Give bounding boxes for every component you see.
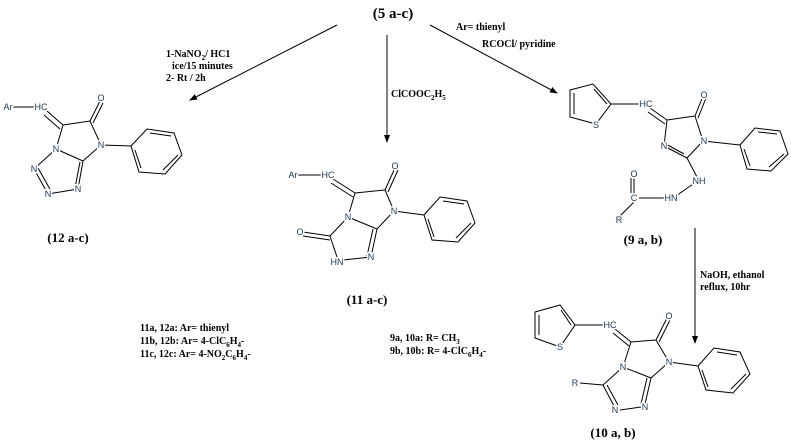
text-notes_ar-1-c: - — [241, 336, 244, 347]
bond-lines — [569, 83, 789, 217]
text-compounds-c12-atoms-ar: Ar — [4, 102, 13, 112]
compound-label-12: (12 a-c) — [47, 230, 89, 245]
reagents-middle: ClCOOC2H5 — [391, 89, 446, 102]
reagents-left: 1-NaNO2/ HC1 ice/15 minutes 2- Rt / 2h — [166, 49, 233, 84]
text-reagents-middle-a: ClCOOC — [391, 89, 431, 100]
text-compounds-c9-atoms-o: O — [700, 90, 707, 100]
structure-11: Ar HC O N N O HN N (11 a-c) — [287, 160, 476, 307]
svg-text:9a, 10a: R= CH3: 9a, 10a: R= CH3 — [390, 333, 460, 346]
text-compounds-c12-atoms-o: O — [97, 93, 104, 103]
text-notes_r-1-b: H — [471, 346, 479, 357]
text-reagents-middle-b: H — [435, 89, 443, 100]
text-reagents-right-line1: Ar= thienyl — [456, 22, 506, 33]
structure-12: Ar HC O N N N N N (12 a-c) — [2, 92, 183, 245]
svg-text:11b, 12b: Ar= 4-ClC6H4-: 11b, 12b: Ar= 4-ClC6H4- — [140, 336, 244, 349]
structure-10: S HC O N N R N N (10 a, b) — [534, 304, 751, 440]
text-compounds-c10-atoms-nb: N — [620, 362, 627, 372]
compound-label-10: (10 a, b) — [590, 425, 635, 440]
text-compounds-c9-atoms-hc: HC — [640, 99, 653, 109]
text-notes_ar-0-a: 11a, 12a: Ar= thienyl — [140, 323, 229, 334]
text-notes_ar-1-a: 11b, 12b: Ar= 4-ClC — [140, 336, 226, 347]
text-notes_r-1-c: - — [483, 346, 486, 357]
text-compounds-c12-atoms-hc: HC — [35, 102, 48, 112]
text-compounds-c9-atoms-n1: N — [701, 136, 708, 146]
svg-text:9b, 10b: R= 4-ClC6H4-: 9b, 10b: R= 4-ClC6H4- — [390, 346, 486, 359]
arrow-to-12 — [189, 24, 338, 101]
svg-text:1-NaNO2/ HC1: 1-NaNO2/ HC1 — [166, 49, 230, 62]
text-reagents-middle-sub1: 2 — [431, 94, 435, 102]
text-notes_ar-2-s1: 2 — [222, 354, 226, 362]
text-notes_ar-2-c: H — [236, 349, 244, 360]
text-notes_ar-2-s3: 4 — [244, 354, 248, 362]
text-reagents-down-line1: NaOH, ethanol — [700, 270, 765, 281]
text-compounds-c9-atoms-c: C — [631, 193, 638, 203]
text-notes_r-0-s1: 3 — [456, 338, 460, 346]
text-notes_ar-2-d: - — [247, 349, 250, 360]
compound-label-9: (9 a, b) — [624, 232, 663, 247]
text-notes_ar-2-a: 11c, 12c: Ar= 4-NO — [140, 349, 222, 360]
svg-text:11c, 12c: Ar= 4-NO2C6H4-: 11c, 12c: Ar= 4-NO2C6H4- — [140, 349, 251, 362]
text-notes_ar-1-b: H — [230, 336, 238, 347]
reagents-down: NaOH, ethanol reflux, 10hr — [700, 270, 765, 293]
ar-substituent-notes: 11a, 12a: Ar= thienyl 11b, 12b: Ar= 4-Cl… — [140, 323, 251, 362]
text-notes_ar-2-s2: 6 — [233, 354, 237, 362]
bond-lines — [534, 304, 751, 411]
text-compounds-c11-atoms-o2: O — [296, 227, 303, 237]
text-compounds-c12-atoms-n1: N — [31, 164, 38, 174]
text-reagents-down-line2: reflux, 10hr — [700, 282, 751, 293]
text-compounds-c9-atoms-hn: HN — [665, 193, 678, 203]
text-compounds-c9-atoms-r: R — [616, 215, 623, 225]
text-compounds-c11-atoms-n7: N — [391, 206, 398, 216]
text-reagents-right-line2: RCOCl/ pyridine — [482, 39, 556, 50]
text-compounds-c12-atoms-n7: N — [98, 140, 105, 150]
reagents-right: Ar= thienyl RCOCl/ pyridine — [456, 22, 556, 50]
text-notes_ar-1-s1: 6 — [226, 341, 230, 349]
bond-lines — [298, 167, 476, 261]
text-compounds-c11-atoms-nb: N — [345, 212, 352, 222]
text-compounds-c10-atoms-r: R — [572, 378, 579, 388]
text-compounds-c10-atoms-s: S — [557, 342, 563, 352]
svg-text:ClCOOC2H5: ClCOOC2H5 — [391, 89, 446, 102]
text-compounds-c11-atoms-ar: Ar — [289, 170, 298, 180]
text-reagents-left-line1_sub: 2 — [202, 54, 206, 62]
text-notes_ar-2-b: C — [225, 349, 232, 360]
text-reagents-left-line1_b: / HC1 — [204, 49, 230, 60]
arrow-to-9 — [429, 24, 558, 94]
text-compounds-c9-atoms-nh: NH — [693, 176, 706, 186]
text-compounds-c12-atoms-n2: N — [45, 189, 52, 199]
compound-label-11: (11 a-c) — [347, 292, 388, 307]
text-compounds-c10-atoms-n7: N — [666, 357, 673, 367]
text-notes_ar-1-s2: 4 — [238, 341, 242, 349]
text-reagents-left-line3: 2- Rt / 2h — [166, 73, 206, 84]
text-compounds-c10-atoms-n1: N — [612, 405, 619, 415]
text-compounds-c12-atoms-n3: N — [75, 184, 82, 194]
text-reagents-middle-sub2: 5 — [442, 94, 446, 102]
text-compounds-c9-atoms-n3: N — [661, 141, 668, 151]
text-compounds-c11-atoms-o: O — [391, 161, 398, 171]
text-compounds-c9-atoms-s: S — [593, 120, 599, 130]
text-compounds-c10-atoms-o: O — [665, 311, 672, 321]
text-notes_r-0-a: 9a, 10a: R= CH — [390, 333, 456, 344]
text-compounds-c11-atoms-hn: HN — [331, 257, 344, 267]
text-notes_r-1-a: 9b, 10b: R= 4-ClC — [390, 346, 468, 357]
text-compounds-c12-atoms-nb: N — [53, 144, 60, 154]
text-compounds-c9-atoms-o2: O — [630, 169, 637, 179]
structure-9: S HC O N N NH HN C O R (9 a, b) — [569, 83, 789, 247]
text-compounds-c10-atoms-n2: N — [642, 402, 649, 412]
r-substituent-notes: 9a, 10a: R= CH3 9b, 10b: R= 4-ClC6H4- — [390, 333, 486, 359]
text-reagents-left-line1_a: 1-NaNO — [166, 49, 202, 60]
text-reagents-left-line2: ice/15 minutes — [172, 61, 233, 72]
text-notes_r-1-s1: 6 — [468, 351, 472, 359]
text-notes_r-1-s2: 4 — [479, 351, 483, 359]
start-compound-label: (5 a-c) — [373, 6, 413, 22]
text-compounds-c11-atoms-n: N — [368, 252, 375, 262]
text-compounds-c11-atoms-hc: HC — [322, 170, 335, 180]
bond-lines — [13, 100, 183, 195]
text-compounds-c10-atoms-hc: HC — [604, 320, 617, 330]
